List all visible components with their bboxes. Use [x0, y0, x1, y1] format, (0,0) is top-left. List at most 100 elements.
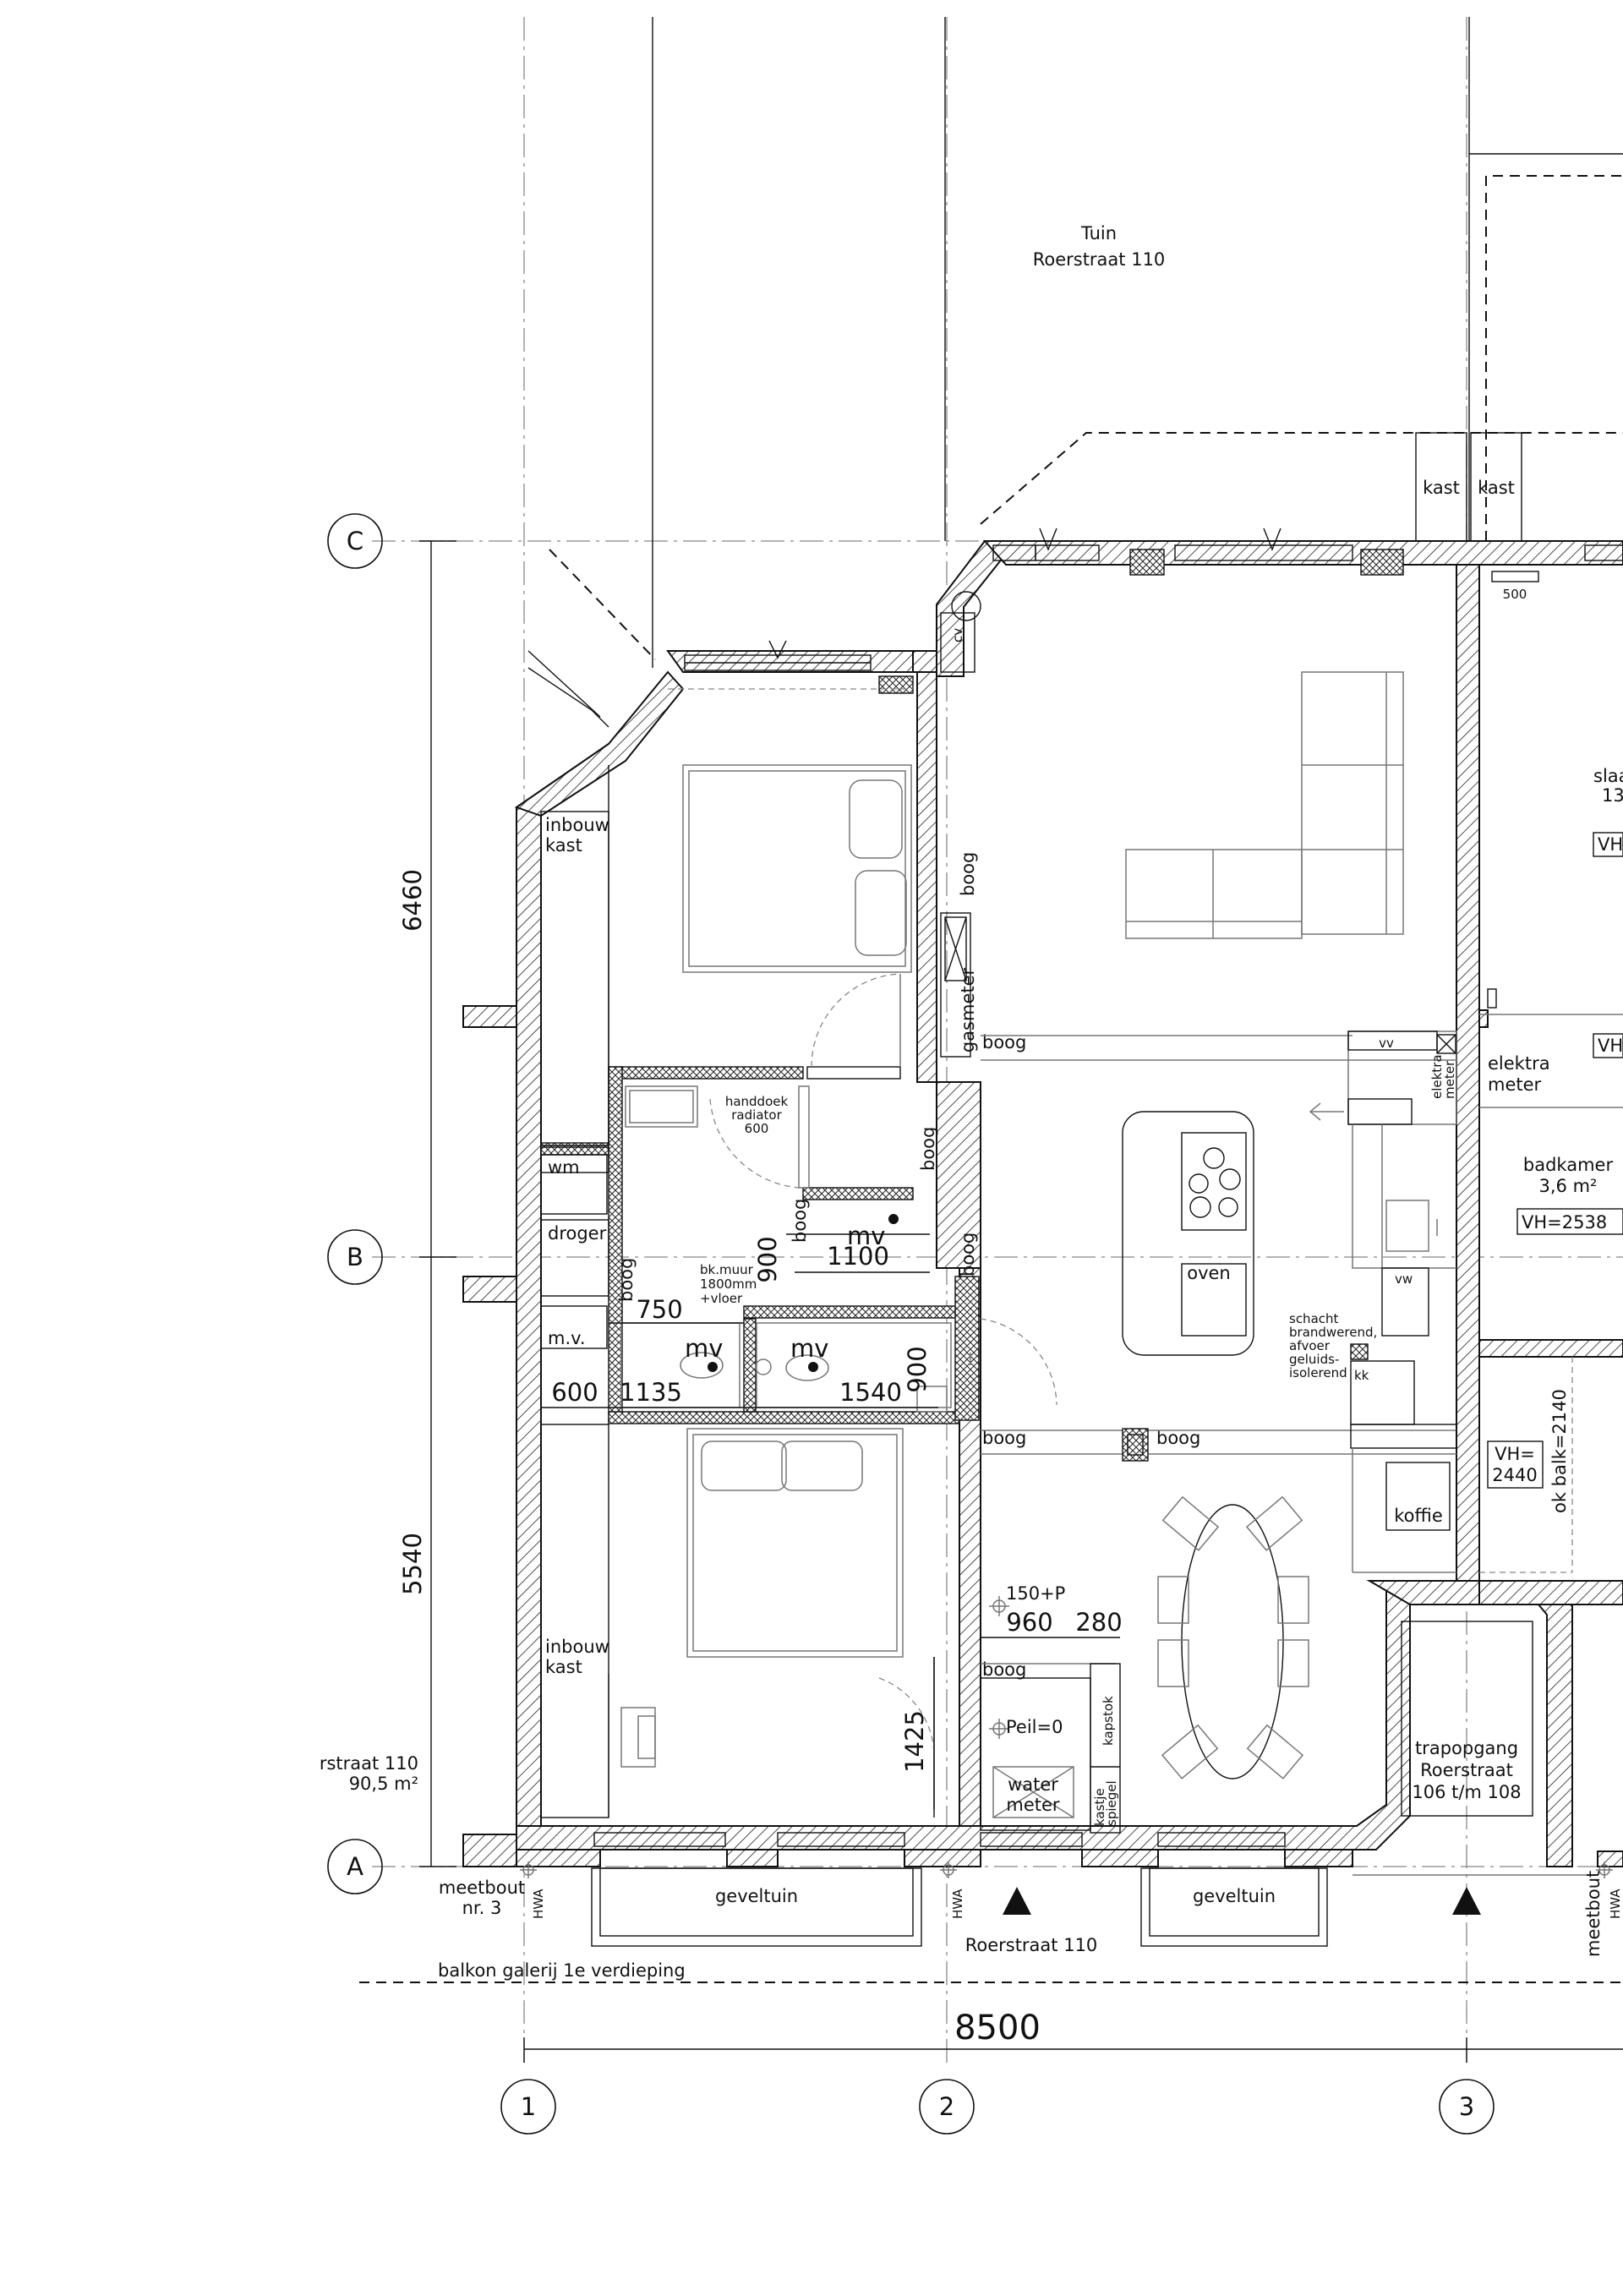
- geveltuin-left: geveltuin: [591, 1867, 922, 1947]
- svg-text:VH=2538: VH=2538: [1522, 1212, 1607, 1233]
- svg-text:cv: cv: [950, 628, 965, 642]
- grid-bubble-c: C: [327, 513, 383, 569]
- svg-text:meter: meter: [1006, 1795, 1060, 1815]
- svg-text:geluids-: geluids-: [1289, 1352, 1339, 1367]
- grid-bubble-2: 2: [919, 2079, 975, 2135]
- shower-rooms: mv mv mv: [620, 1214, 952, 1413]
- svg-text:afvoer: afvoer: [1289, 1338, 1331, 1353]
- svg-text:slaa: slaa: [1593, 766, 1623, 786]
- boog-labels: boog boog boog boog boog boog boog boog …: [616, 852, 1456, 1680]
- svg-text:1: 1: [521, 2092, 536, 2121]
- svg-text:750: 750: [636, 1295, 682, 1324]
- svg-text:A: A: [347, 1852, 363, 1881]
- svg-text:rstraat 110: rstraat 110: [320, 1753, 418, 1774]
- dimension-overall: 8500: [523, 2009, 1623, 2063]
- svg-text:Tuin: Tuin: [1080, 223, 1117, 243]
- dimension-vertical: 6460 5540: [398, 540, 456, 1867]
- svg-text:2: 2: [939, 2092, 954, 2121]
- svg-text:droger: droger: [548, 1223, 607, 1244]
- svg-text:boog: boog: [958, 1233, 978, 1276]
- grid-bubble-b: B: [327, 1229, 383, 1285]
- svg-text:boog: boog: [918, 1127, 938, 1171]
- svg-text:inbouw: inbouw: [545, 815, 609, 835]
- svg-text:13: 13: [1602, 785, 1623, 806]
- svg-text:90,5 m²: 90,5 m²: [349, 1774, 418, 1794]
- svg-text:nr. 3: nr. 3: [462, 1898, 502, 1918]
- svg-text:handdoek: handdoek: [725, 1094, 789, 1109]
- svg-text:500: 500: [1503, 587, 1527, 602]
- svg-text:VH: VH: [1598, 1036, 1623, 1056]
- internal-dimensions: 900 1100 750 600 1135 1540 900 960 280 1…: [541, 571, 1539, 1809]
- svg-text:inbouw: inbouw: [545, 1637, 609, 1657]
- svg-text:HWA: HWA: [950, 1889, 965, 1919]
- stairwell: trapopgang Roerstraat 106 t/m 108: [1352, 1621, 1598, 1876]
- svg-text:1100: 1100: [827, 1242, 889, 1271]
- svg-text:Roerstraat 110: Roerstraat 110: [1033, 249, 1166, 270]
- tuin-label: Tuin Roerstraat 110: [1033, 223, 1166, 270]
- schacht: schacht brandwerend, afvoer geluids- iso…: [1289, 1311, 1457, 1573]
- right-rooms: slaa 13 VH VH elektra meter badkamer 3,6…: [1479, 766, 1623, 1573]
- bk-muur-note: bk.muur 1800mm +vloer: [700, 1262, 757, 1306]
- meetbout-right: meetbout HWA: [1583, 1861, 1623, 1957]
- svg-text:ok balk=2140: ok balk=2140: [1549, 1389, 1570, 1513]
- meetbout-left: meetbout nr. 3 HWA: [439, 1861, 546, 1919]
- svg-text:m.v.: m.v.: [548, 1328, 586, 1348]
- svg-text:8500: 8500: [954, 2009, 1041, 2047]
- garden-cupboards: kast kast: [1415, 432, 1522, 544]
- svg-text:VH=: VH=: [1495, 1444, 1535, 1464]
- svg-text:spiegel: spiegel: [1104, 1780, 1119, 1826]
- svg-text:kast: kast: [1478, 478, 1515, 498]
- svg-text:kapstok: kapstok: [1101, 1696, 1116, 1746]
- svg-text:balkon galerij 1e verdiepin: balkon galerij 1e verdieping: [438, 1960, 686, 1981]
- svg-text:1425: 1425: [900, 1710, 929, 1773]
- svg-text:Roerstraat 110: Roerstraat 110: [965, 1935, 1098, 1955]
- svg-text:isolerend: isolerend: [1289, 1365, 1347, 1380]
- svg-text:brandwerend,: brandwerend,: [1289, 1325, 1377, 1340]
- svg-text:3,6 m²: 3,6 m²: [1539, 1176, 1598, 1196]
- gasmeter: gasmeter: [940, 912, 978, 1058]
- dining-table: [1157, 1495, 1309, 1779]
- svg-text:gasmeter: gasmeter: [958, 967, 978, 1052]
- balkon-line: balkon galerij 1e verdieping: [359, 1960, 1623, 1983]
- svg-text:HWA: HWA: [1608, 1889, 1623, 1919]
- svg-text:water: water: [1008, 1774, 1058, 1795]
- svg-text:elektra: elektra: [1429, 1054, 1445, 1099]
- geveltuin-right: geveltuin: [1140, 1867, 1328, 1947]
- entrance-hall: kapstok kastje spiegel water meter 150+P…: [970, 1318, 1121, 1834]
- svg-text:VH: VH: [1598, 834, 1623, 855]
- meetbout-middle: HWA: [940, 1861, 965, 1919]
- svg-text:600: 600: [551, 1378, 598, 1407]
- grid-bubble-3: 3: [1439, 2079, 1495, 2135]
- svg-text:radiator: radiator: [731, 1107, 782, 1123]
- svg-text:trapopgang: trapopgang: [1415, 1738, 1518, 1758]
- svg-text:elektra: elektra: [1488, 1053, 1550, 1074]
- svg-text:geveltuin: geveltuin: [715, 1886, 798, 1906]
- svg-text:koffie: koffie: [1394, 1506, 1442, 1526]
- bedroom-bottom: [608, 1428, 935, 1818]
- svg-text:3: 3: [1459, 2092, 1474, 2121]
- svg-text:boog: boog: [982, 1659, 1026, 1680]
- cv-unit: cv: [940, 591, 981, 673]
- svg-text:5540: 5540: [398, 1533, 427, 1595]
- svg-text:106 t/m 108: 106 t/m 108: [1412, 1782, 1521, 1802]
- svg-text:boog: boog: [790, 1199, 810, 1243]
- svg-text:Roerstraat: Roerstraat: [1420, 1760, 1513, 1780]
- svg-text:bk.muur: bk.muur: [700, 1262, 754, 1277]
- svg-text:oven: oven: [1187, 1263, 1231, 1283]
- svg-text:1800mm: 1800mm: [700, 1276, 757, 1292]
- svg-text:meter: meter: [1488, 1074, 1542, 1095]
- svg-text:geveltuin: geveltuin: [1193, 1886, 1276, 1906]
- kitchen-counter: vv elektra meter vw: [1309, 1030, 1457, 1337]
- svg-text:C: C: [347, 527, 363, 555]
- exterior-walls: [462, 539, 1623, 1867]
- svg-text:boog: boog: [958, 852, 978, 896]
- svg-text:vw: vw: [1395, 1271, 1413, 1287]
- svg-text:6460: 6460: [398, 869, 427, 932]
- svg-text:boog: boog: [1156, 1428, 1200, 1448]
- svg-text:600: 600: [745, 1121, 769, 1136]
- left-neighbour: rstraat 110 90,5 m²: [320, 1753, 418, 1794]
- svg-text:boog: boog: [982, 1428, 1026, 1448]
- svg-text:960: 960: [1006, 1608, 1052, 1637]
- svg-text:150+P: 150+P: [1006, 1583, 1065, 1604]
